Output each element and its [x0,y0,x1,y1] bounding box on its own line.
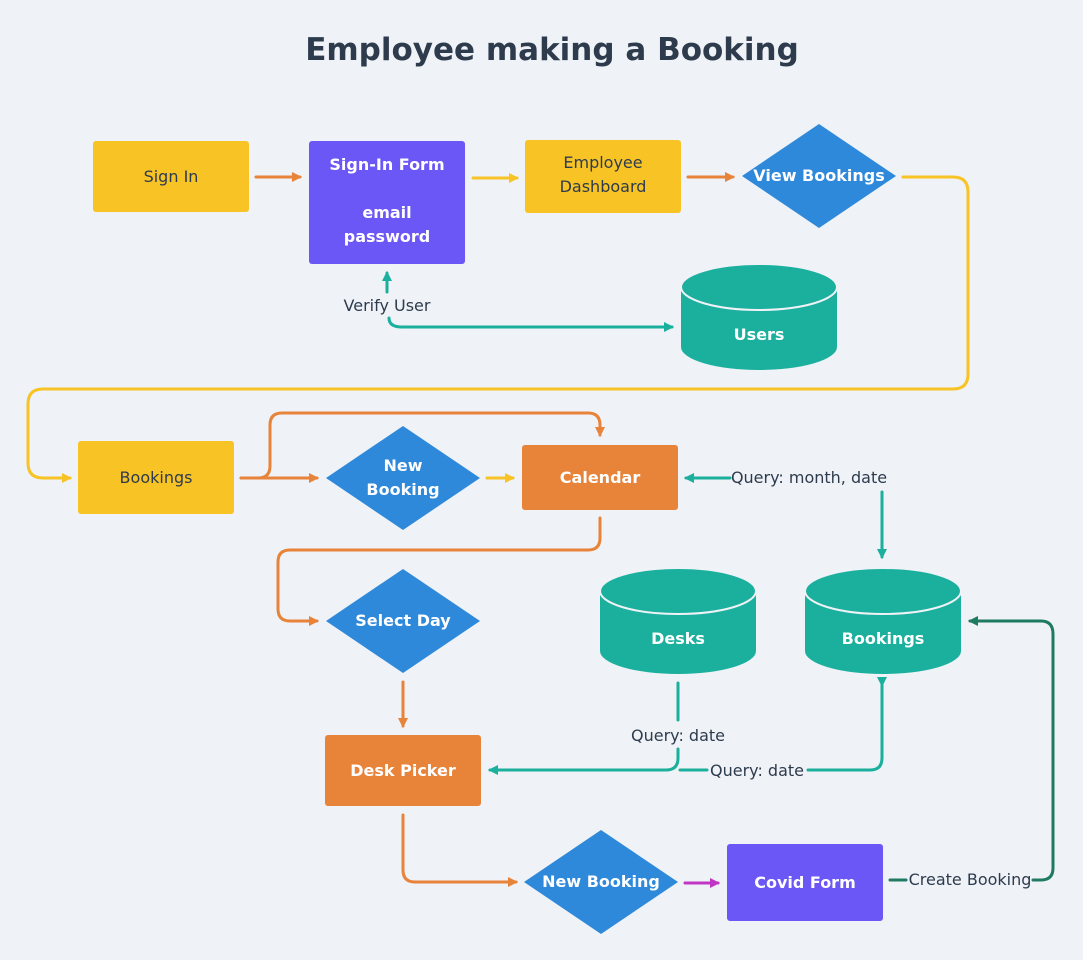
node-view-bookings[interactable]: View Bookings [742,124,896,228]
node-new-booking-top[interactable]: New Booking [326,426,480,530]
calendar-label: Calendar [560,468,641,487]
query-date-desks-label: Query: date [631,726,725,745]
desks-db-label: Desks [651,629,705,648]
desk-picker-label: Desk Picker [350,761,456,780]
diagram-title: Employee making a Booking [305,32,799,68]
edge-desks-to-deskpicker-b [488,747,680,775]
dashboard-label-line2: Dashboard [560,177,647,196]
dashboard-label-line1: Employee [563,153,642,172]
create-booking-label: Create Booking [909,870,1032,889]
edge-bookings-to-calendar [239,411,605,480]
query-month-date-label: Query: month, date [731,468,887,487]
new-booking-top-line1: New [383,456,422,475]
bookings-db-label: Bookings [842,629,925,648]
users-db-label: Users [734,325,785,344]
select-day-label: Select Day [355,611,451,630]
node-select-day[interactable]: Select Day [326,569,480,673]
node-desk-picker[interactable]: Desk Picker [325,735,481,806]
edge-createbooking-to-bookings-db [968,616,1055,882]
node-covid-form[interactable]: Covid Form [727,844,883,921]
node-sign-in-label: Sign In [144,167,199,186]
node-bookings-db[interactable]: Bookings [804,567,962,674]
form-password-label: password [344,227,430,246]
edge-deskpicker-to-newbooking [401,813,518,887]
covid-form-label: Covid Form [754,873,856,892]
node-employee-dashboard[interactable]: Employee Dashboard [525,140,681,213]
node-bookings[interactable]: Bookings [78,441,234,514]
edge-viewbookings-to-bookings [26,175,970,483]
node-users-db[interactable]: Users [680,263,838,370]
verify-user-label: Verify User [344,296,431,315]
view-bookings-label: View Bookings [753,166,884,185]
node-calendar[interactable]: Calendar [522,445,678,510]
node-sign-in-form[interactable]: Sign-In Form email password [309,141,465,264]
node-desks-db[interactable]: Desks [599,567,757,674]
edge-bookings-db-to-deskpicker-a [806,677,887,772]
form-title-label: Sign-In Form [329,155,444,174]
new-booking-bottom-label: New Booking [542,872,660,891]
bookings-label: Bookings [120,468,193,487]
new-booking-top-line2: Booking [366,480,439,499]
query-date-bookings-label: Query: date [710,761,804,780]
node-new-booking-bottom[interactable]: New Booking [524,830,678,934]
node-sign-in[interactable]: Sign In [93,141,249,212]
edge-calendar-to-selectday [276,516,602,626]
edge-verify-to-users [387,316,674,332]
form-email-label: email [362,203,411,222]
